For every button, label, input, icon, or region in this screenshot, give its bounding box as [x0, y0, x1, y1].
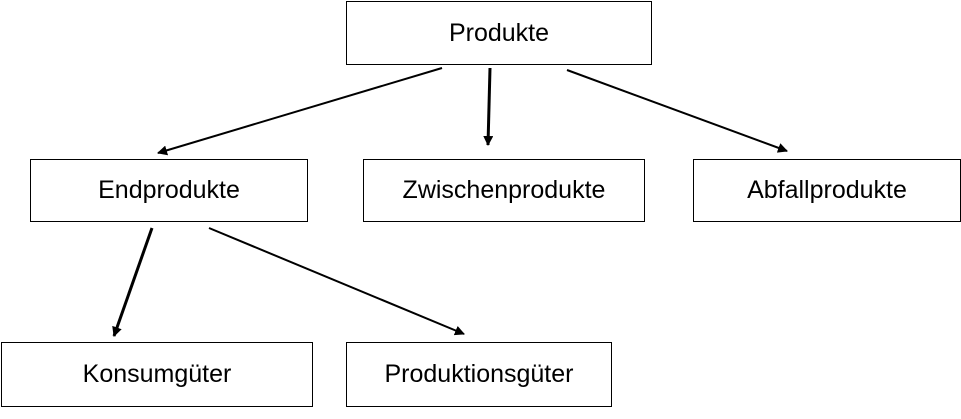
edge-endprodukte-produktionsgueter — [208, 227, 465, 336]
node-konsumgueter: Konsumgüter — [1, 342, 313, 407]
node-abfallprodukte: Abfallprodukte — [693, 159, 961, 222]
node-label: Zwischenprodukte — [402, 176, 606, 204]
node-label: Produkte — [448, 18, 550, 47]
node-label: Produktionsgüter — [384, 360, 574, 388]
node-produktionsgueter: Produktionsgüter — [346, 342, 612, 407]
node-label: Endprodukte — [98, 176, 240, 204]
edge-produkte-abfallprodukte — [566, 69, 788, 153]
node-produkte: Produkte — [346, 1, 652, 65]
edge-produkte-endprodukte — [157, 67, 443, 156]
edge-endprodukte-konsumgueter — [112, 227, 154, 337]
edge-produkte-zwischenprodukte — [483, 67, 494, 146]
node-zwischenprodukte: Zwischenprodukte — [363, 159, 645, 222]
node-label: Abfallprodukte — [747, 176, 907, 204]
node-endprodukte: Endprodukte — [30, 159, 308, 222]
node-label: Konsumgüter — [82, 360, 232, 388]
